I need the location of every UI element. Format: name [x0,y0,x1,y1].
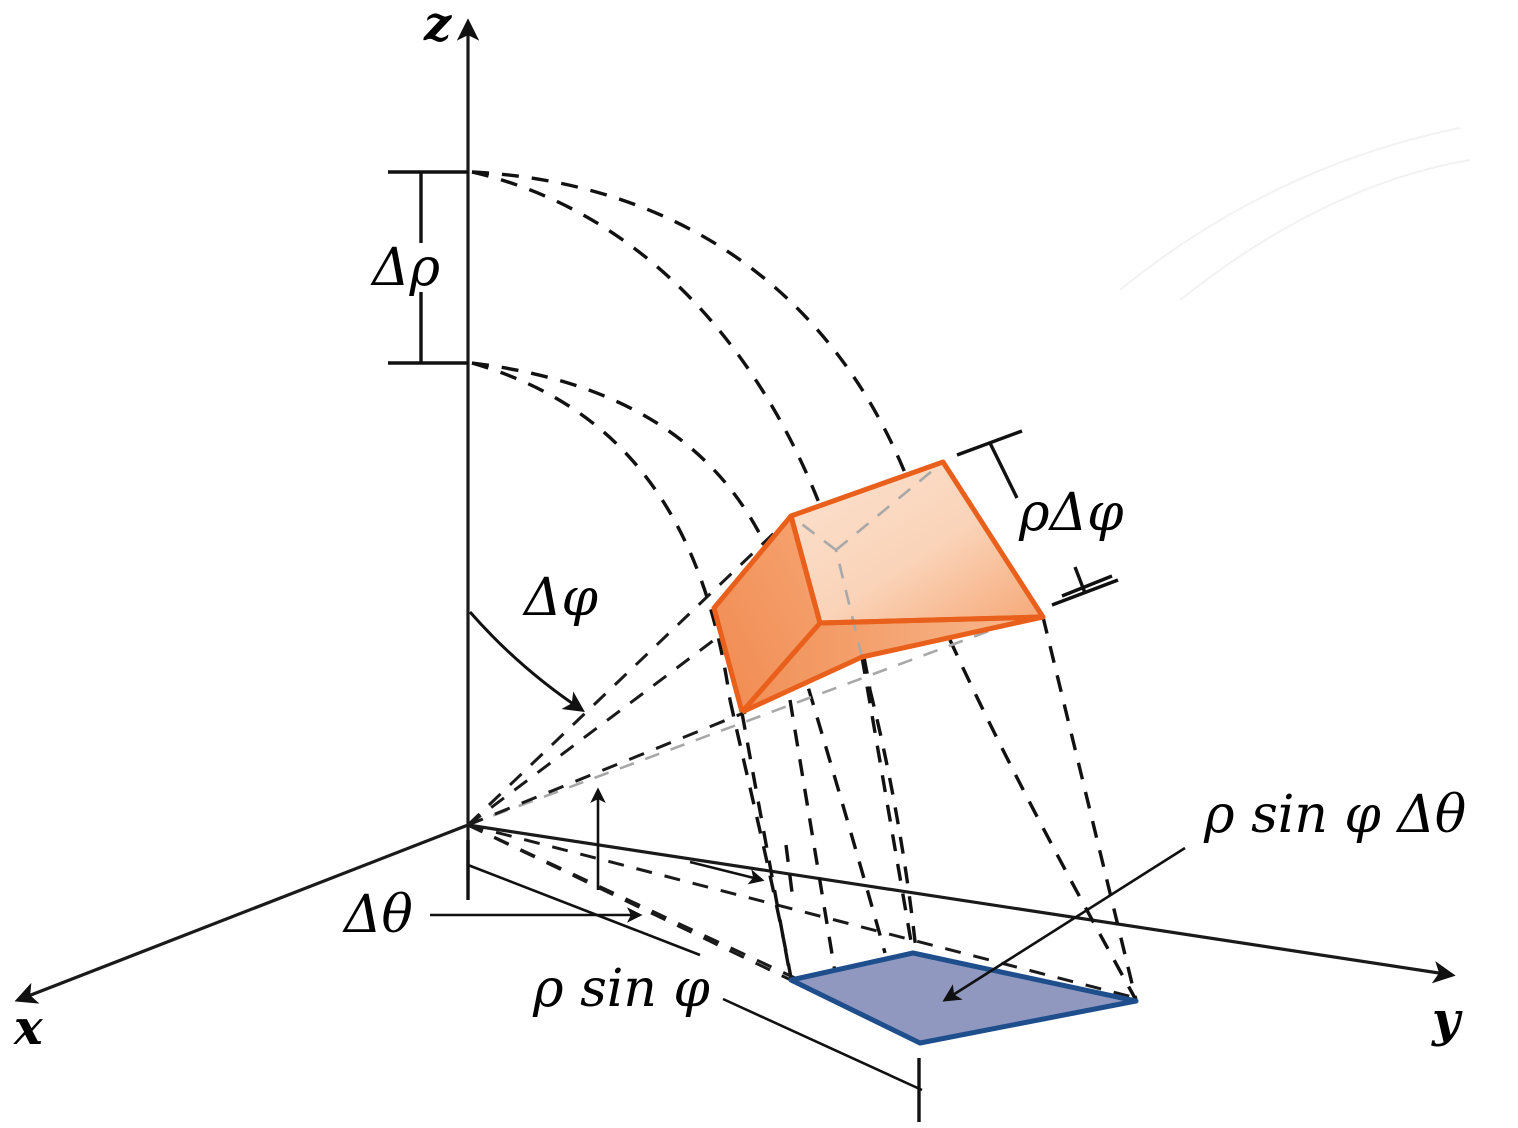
arc-outer-near [471,170,872,691]
box-edge-spine [819,614,1044,626]
arc-inner-far-lower [798,659,887,954]
delta-phi-arc [468,611,585,712]
rho-sin-phi-indicator [466,840,923,1122]
rho-sin-phi-leader [467,863,701,957]
box-bottom-face [742,617,1043,712]
rho-sin-phi-delta-theta-label: ρ sin φ Δθ [1203,785,1466,845]
box-left-face [714,516,820,712]
ray-center-faint [467,610,1041,827]
rho-sin-phi-delta-theta-leader [942,846,1186,1002]
drop-line-mid [860,656,915,954]
volume-element-box [711,459,1046,715]
drop-line-right [1041,616,1138,1001]
x-axis [14,823,469,1004]
x-axis-label: x [13,1000,44,1056]
rho-sin-phi-delta-theta-indicator [942,846,1186,1002]
y-axis-label: y [1431,992,1463,1048]
arc-outer-near-lower [868,689,919,961]
ray-to-box-bottom [467,710,747,827]
rho-delta-phi-bracket [956,429,1119,607]
base-projection [788,950,1139,1046]
arc-outer-far-lower [948,639,1138,1001]
theta-sweep-arrow [689,860,765,885]
delta-theta-label: Δθ [342,885,413,945]
ray-upper-near [466,510,798,827]
delta-rho-bracket [388,170,468,365]
arc-inner-far [471,361,802,661]
drop-line-left-a [740,712,793,981]
ray-lower-inner [467,823,796,980]
delta-phi-label: Δφ [522,568,599,628]
y-axis [467,823,1456,984]
box-right-face [791,462,1043,623]
rho-sin-phi-label: ρ sin φ [532,959,710,1019]
box-outline-bottom [740,614,1044,715]
projection-drop-lines [740,616,1138,1001]
axis-group [14,18,1456,1004]
blue-patch [788,950,1139,1046]
arc-inner-near-lower [728,699,793,979]
delta-rho-label: Δρ [370,238,441,298]
delta-phi-indicator [468,611,585,712]
rho-delta-phi-label: ρΔφ [1018,483,1124,543]
base-plane-tick-marks [784,844,795,901]
arc-inner-near [471,361,732,701]
z-axis-label: z [423,0,453,52]
rho-sin-phi-dim-line [722,997,923,1092]
drop-line-left-b [788,699,837,973]
scan-artifacts [1119,127,1471,301]
